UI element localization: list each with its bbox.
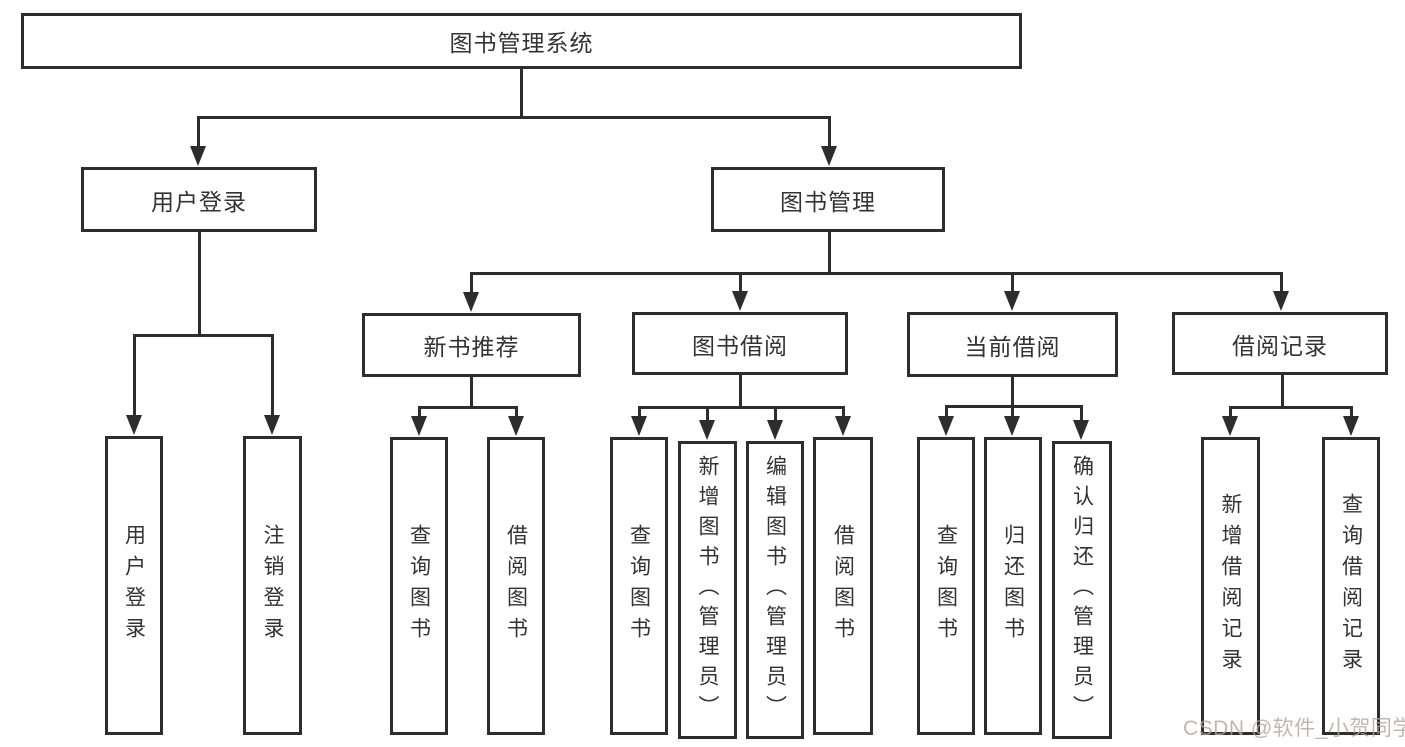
connector-bar-new-book-recommend xyxy=(417,405,518,409)
node-leaf-logout: 注销登录 xyxy=(243,436,302,735)
connector-bar-user-login xyxy=(132,333,274,337)
connector-stem-new-book-recommend xyxy=(469,377,473,407)
node-root: 图书管理系统 xyxy=(21,13,1022,69)
arrow-down-icon xyxy=(938,416,954,436)
node-label: 当前借阅 xyxy=(964,333,1061,360)
connector-bar-root xyxy=(196,115,831,119)
node-label: 图书管理系统 xyxy=(449,30,594,56)
node-label: 查询借阅记录 xyxy=(1339,493,1363,679)
node-leaf-query-books-borrowing: 查询图书 xyxy=(610,437,668,735)
node-label: 确认归还（管理员） xyxy=(1070,455,1094,725)
arrow-down-icon xyxy=(767,420,783,440)
connector-stem-root xyxy=(519,69,523,117)
arrow-down-icon xyxy=(1343,416,1359,436)
arrow-down-icon xyxy=(1004,291,1020,311)
connector-stem-book-borrowing xyxy=(738,375,742,407)
arrow-down-icon xyxy=(821,146,837,166)
node-user-login: 用户登录 xyxy=(81,167,317,232)
arrow-down-icon xyxy=(264,415,280,435)
arrow-down-icon xyxy=(508,416,524,436)
connector-bar-book-management xyxy=(469,271,1283,275)
arrow-shaft xyxy=(417,407,421,420)
node-leaf-return-books: 归还图书 xyxy=(984,437,1042,735)
node-leaf-borrow-books-recommend: 借阅图书 xyxy=(487,437,545,735)
node-label: 注销登录 xyxy=(261,523,284,648)
node-leaf-query-books-recommend: 查询图书 xyxy=(390,437,448,735)
arrow-shaft xyxy=(270,335,274,419)
arrow-down-icon xyxy=(835,416,851,436)
node-label: 归还图书 xyxy=(1001,524,1025,648)
connector-stem-current-borrowing xyxy=(1010,377,1014,406)
node-label: 编辑图书（管理员） xyxy=(763,455,787,725)
node-label: 用户登录 xyxy=(151,188,247,215)
arrow-shaft xyxy=(1010,406,1014,420)
arrow-shaft xyxy=(1349,407,1353,420)
arrow-shaft xyxy=(738,273,742,295)
arrow-down-icon xyxy=(1004,416,1020,436)
arrow-shaft xyxy=(1010,273,1014,295)
arrow-shaft xyxy=(827,117,831,150)
node-label: 新书推荐 xyxy=(423,334,520,360)
arrow-shaft xyxy=(705,407,709,424)
arrow-down-icon xyxy=(631,416,647,436)
arrow-shaft xyxy=(773,407,777,424)
arrow-shaft xyxy=(841,407,845,420)
node-label: 借阅图书 xyxy=(831,524,855,648)
node-leaf-edit-books-admin: 编辑图书（管理员） xyxy=(746,441,804,739)
node-label: 查询图书 xyxy=(627,524,651,648)
node-leaf-borrow-books-borrowing: 借阅图书 xyxy=(813,437,873,735)
node-label: 借阅记录 xyxy=(1232,332,1328,359)
arrow-shaft xyxy=(1079,406,1083,424)
node-leaf-add-borrow-record: 新增借阅记录 xyxy=(1201,437,1260,735)
arrow-down-icon xyxy=(699,420,715,440)
node-label: 图书借阅 xyxy=(692,332,788,359)
arrow-shaft xyxy=(1228,407,1232,420)
node-label: 用户登录 xyxy=(122,523,146,648)
node-label: 查询图书 xyxy=(407,524,431,648)
arrow-shaft xyxy=(196,117,200,150)
connector-stem-book-management xyxy=(827,232,831,273)
arrow-down-icon xyxy=(1073,420,1089,440)
node-label: 查询图书 xyxy=(934,524,958,648)
node-leaf-add-books-admin: 新增图书（管理员） xyxy=(678,441,737,739)
connector-bar-book-borrowing xyxy=(637,405,845,409)
arrow-shaft xyxy=(469,273,473,296)
node-book-management: 图书管理 xyxy=(711,167,945,232)
arrow-down-icon xyxy=(463,292,479,312)
node-borrowing-records: 借阅记录 xyxy=(1172,312,1388,375)
connector-bar-borrowing-records xyxy=(1228,405,1353,409)
csdn-watermark: CSDN @软件_小贺同学 xyxy=(1183,717,1405,740)
arrow-down-icon xyxy=(411,416,427,436)
node-new-book-recommend: 新书推荐 xyxy=(362,313,581,377)
node-leaf-user-login: 用户登录 xyxy=(105,436,163,735)
node-leaf-confirm-return-admin: 确认归还（管理员） xyxy=(1052,441,1112,739)
node-label: 借阅图书 xyxy=(504,524,528,648)
arrow-shaft xyxy=(944,406,948,420)
arrow-shaft xyxy=(637,407,641,420)
node-label: 新增借阅记录 xyxy=(1219,493,1242,679)
connector-bar-current-borrowing xyxy=(944,404,1083,408)
connector-stem-borrowing-records xyxy=(1280,375,1284,407)
node-book-borrowing: 图书借阅 xyxy=(632,312,848,375)
connector-stem-user-login xyxy=(197,232,201,335)
arrow-shaft xyxy=(132,335,136,419)
arrow-down-icon xyxy=(190,146,206,166)
arrow-shaft xyxy=(514,407,518,420)
node-leaf-query-borrow-record: 查询借阅记录 xyxy=(1322,437,1380,735)
node-label: 图书管理 xyxy=(780,188,876,215)
arrow-shaft xyxy=(1279,273,1283,295)
arrow-down-icon xyxy=(1222,416,1238,436)
arrow-down-icon xyxy=(732,291,748,311)
node-leaf-query-books-current: 查询图书 xyxy=(917,437,975,735)
arrow-down-icon xyxy=(1273,291,1289,311)
node-label: 新增图书（管理员） xyxy=(696,455,719,725)
node-current-borrowing: 当前借阅 xyxy=(907,312,1118,377)
arrow-down-icon xyxy=(126,415,142,435)
